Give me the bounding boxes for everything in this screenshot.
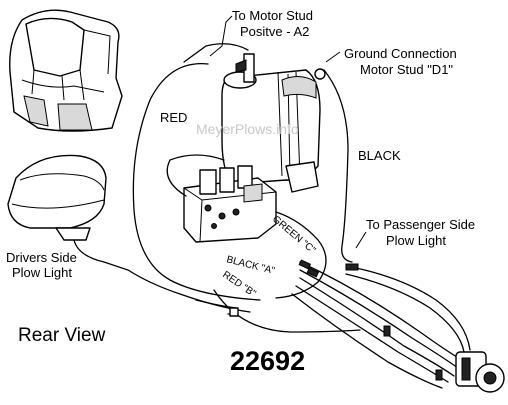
label-black-wire: BLACK xyxy=(358,148,401,163)
label-drivers-side: Drivers Side xyxy=(6,250,77,265)
part-number: 22692 xyxy=(230,346,305,376)
harness-connector xyxy=(455,351,505,393)
label-rear-view: Rear View xyxy=(18,325,106,346)
drivers-side-plow-light xyxy=(7,154,129,271)
pump-motor xyxy=(221,53,326,185)
label-passenger-plow-light: Plow Light xyxy=(386,233,446,248)
label-motor-stud-d1: Motor Stud "D1" xyxy=(360,62,453,77)
label-to-motor-stud: To Motor Stud xyxy=(232,8,313,23)
leader-lines xyxy=(209,15,367,249)
pump-cover-illustration xyxy=(9,9,123,132)
label-red-wire: RED xyxy=(160,110,187,125)
label-red-b: RED "B" xyxy=(220,269,258,299)
label-drivers-plow-light: Plow Light xyxy=(12,265,72,280)
label-to-passenger-side: To Passenger Side xyxy=(366,217,475,232)
watermark: MeyerPlows.info xyxy=(196,121,299,137)
label-ground-connection: Ground Connection xyxy=(344,46,457,61)
label-positive-a2: Positve - A2 xyxy=(240,24,309,39)
wiring xyxy=(127,43,471,389)
valve-manifold xyxy=(183,161,319,243)
